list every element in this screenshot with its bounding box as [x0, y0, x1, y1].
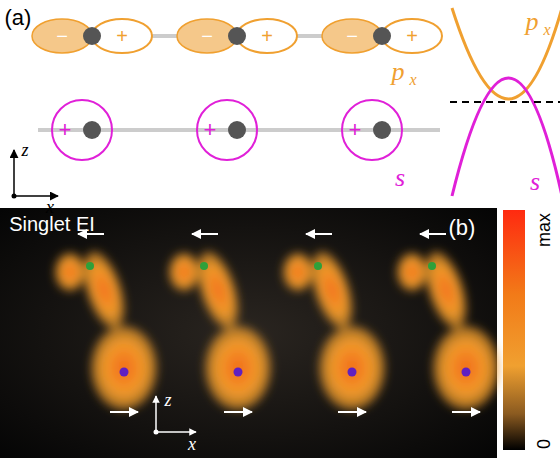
panel-letter: (a) [5, 7, 32, 29]
orbital-label: s [395, 165, 405, 191]
panel-title: Singlet EI [9, 214, 95, 234]
sign: − [56, 26, 68, 46]
sign: + [261, 26, 273, 46]
sign: + [349, 119, 362, 141]
band-subscript: x [543, 22, 550, 38]
axis-label: z [21, 141, 28, 159]
orbital-subscript: x [409, 72, 416, 88]
panel-letter: (b) [449, 217, 476, 239]
axis-label: z [164, 391, 171, 409]
orbital-label: p [392, 59, 405, 85]
sign: + [204, 119, 217, 141]
sign: + [406, 26, 418, 46]
colorbar-min: 0 [535, 439, 553, 449]
sign: − [346, 26, 358, 46]
sign: + [59, 119, 72, 141]
sign: + [116, 26, 128, 46]
sign: − [201, 26, 213, 46]
axis-label: x [188, 435, 196, 453]
band-label: s [530, 169, 540, 195]
band-label: p [526, 9, 539, 35]
colorbar-max: max [535, 213, 553, 247]
